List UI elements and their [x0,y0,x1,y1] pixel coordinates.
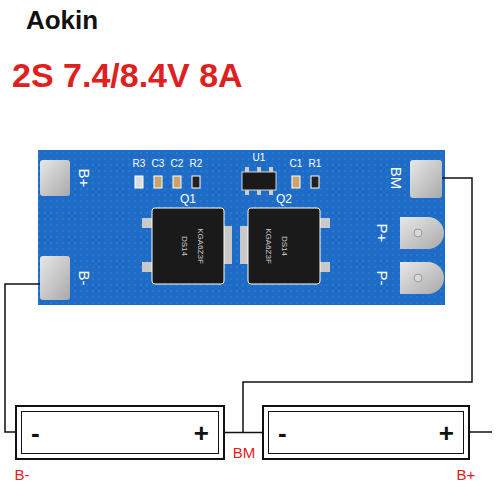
terminal-label: B- [15,467,30,482]
pin-name: P+ [375,224,390,243]
wire [5,178,492,432]
pin-name: P- [375,271,390,286]
part-name: R3 [133,159,146,169]
terminal-label: B+ [457,467,476,482]
solder-pad [400,262,444,294]
solder-pad [40,256,70,300]
via-hole [414,274,422,282]
solder-pad [40,160,70,196]
chip-marking: DS14 [280,236,288,256]
brand-logo: Aokin [26,7,98,33]
chip-marking: DS14 [180,236,188,256]
solder-pad [400,217,444,249]
part-name: Q1 [180,193,196,205]
part-name: Q2 [276,193,292,205]
terminal-sign: - [264,420,301,446]
smd-parts [135,167,319,195]
battery-cell: -+ [15,405,225,460]
mosfet-q1 [142,208,232,284]
terminal-sign: + [425,420,468,446]
pad-name: B- [77,271,92,286]
chip-marking: KGA6Z3F [196,228,204,264]
series-wire [225,432,262,434]
pad-name: BM [389,167,404,190]
terminal-label: BM [233,445,256,460]
part-name: R1 [309,159,322,169]
part-name: C1 [290,159,303,169]
solder-pad [410,160,442,198]
battery-inner-outline [21,411,219,454]
pcb-board [38,150,445,305]
mosfet-q2 [240,208,330,284]
pad-name: B+ [77,169,92,188]
terminal-sign: - [17,420,54,446]
part-name: C2 [171,159,184,169]
heading: 2S 7.4/8.4V 8A [12,58,243,92]
part-name: C3 [152,159,165,169]
part-name: R2 [190,159,203,169]
via-hole [414,229,422,237]
part-name: U1 [253,153,266,163]
terminal-sign: + [180,420,223,446]
battery-cell: -+ [262,405,470,460]
battery-inner-outline [268,411,464,454]
chip-marking: KGA6Z3F [264,228,272,264]
pcb-texture [38,150,445,305]
